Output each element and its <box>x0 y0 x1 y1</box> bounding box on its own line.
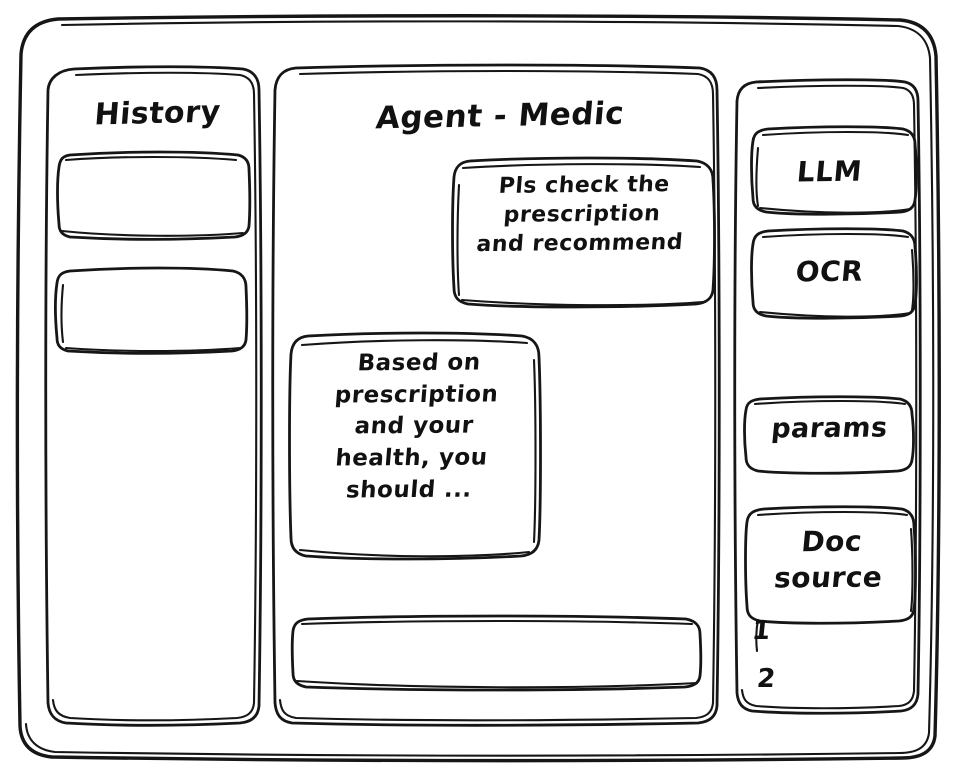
history-panel <box>46 65 262 726</box>
agent-panel <box>272 64 721 726</box>
tools-panel <box>734 78 922 715</box>
